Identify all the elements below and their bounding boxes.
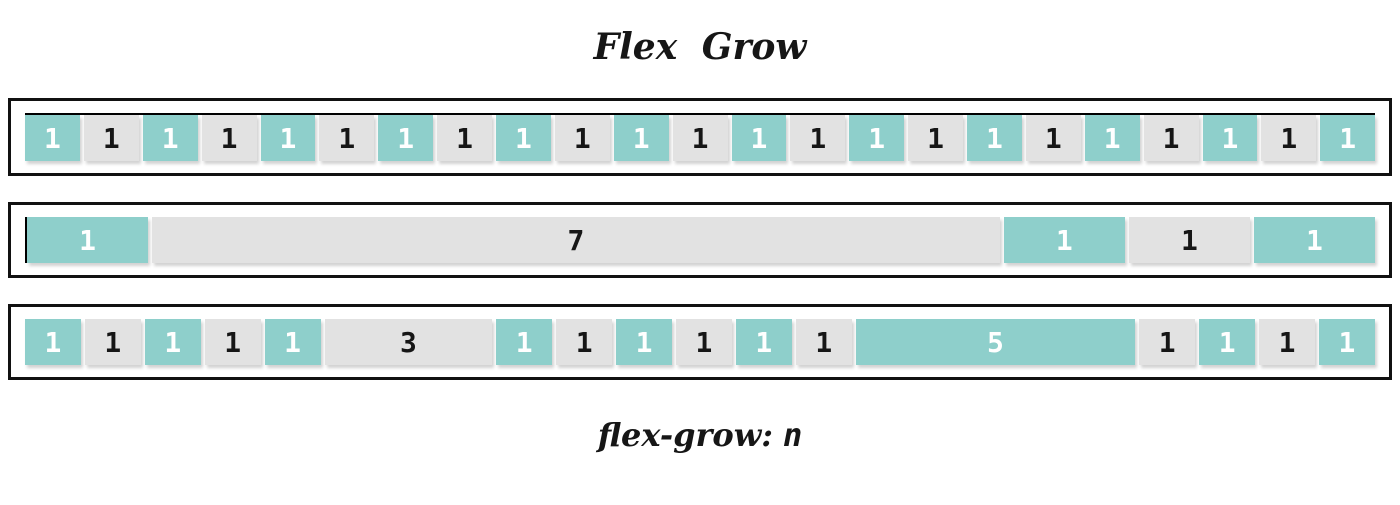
flex-item-grow-1: 1 bbox=[142, 115, 198, 161]
flex-item-grow-1: 1 bbox=[260, 115, 316, 161]
flex-item-grow-1: 1 bbox=[25, 115, 80, 161]
flex-item-grow-1: 1 bbox=[1025, 115, 1081, 161]
flex-item-grow-1: 1 bbox=[672, 115, 728, 161]
flex-item-grow-1: 1 bbox=[1259, 319, 1315, 365]
flex-item-grow-5: 5 bbox=[855, 319, 1136, 365]
flex-item-grow-1: 1 bbox=[616, 319, 672, 365]
flex-item-grow-1: 1 bbox=[144, 319, 201, 365]
flex-item-grow-1: 1 bbox=[556, 319, 613, 365]
flex-item-grow-1: 1 bbox=[1320, 115, 1376, 161]
flex-item-grow-1: 1 bbox=[1261, 115, 1317, 161]
flex-item-grow-3: 3 bbox=[324, 319, 493, 365]
flex-item-grow-1: 1 bbox=[849, 115, 905, 161]
flex-item-grow-1: 1 bbox=[496, 319, 553, 365]
flex-item-grow-1: 1 bbox=[554, 115, 610, 161]
flex-item-grow-1: 1 bbox=[908, 115, 963, 161]
flex-item-grow-1: 1 bbox=[264, 319, 321, 365]
flex-item-grow-1: 1 bbox=[84, 319, 141, 365]
flex-item-grow-1: 1 bbox=[83, 115, 139, 161]
caption-property-name: flex-grow: bbox=[597, 416, 774, 454]
flex-item-grow-1: 1 bbox=[1139, 319, 1196, 365]
flex-item-grow-1: 1 bbox=[795, 319, 852, 365]
flex-item-grow-1: 1 bbox=[27, 217, 149, 263]
flex-item-grow-1: 1 bbox=[790, 115, 846, 161]
caption-value: n bbox=[783, 416, 803, 454]
flex-item-grow-1: 1 bbox=[1143, 115, 1199, 161]
flex-item-grow-1: 1 bbox=[1128, 217, 1250, 263]
flex-item-grow-1: 1 bbox=[204, 319, 261, 365]
caption: flex-grow:n bbox=[0, 416, 1400, 454]
flex-item-grow-1: 1 bbox=[1003, 217, 1125, 263]
flex-item-grow-7: 7 bbox=[152, 217, 1000, 263]
flex-item-grow-1: 1 bbox=[1318, 319, 1375, 365]
diagram-title: Flex Grow bbox=[593, 26, 807, 68]
flex-item-grow-1: 1 bbox=[1199, 319, 1256, 365]
flex-item-grow-1: 1 bbox=[675, 319, 732, 365]
flex-item-grow-1: 1 bbox=[1084, 115, 1140, 161]
flex-item-grow-1: 1 bbox=[25, 319, 81, 365]
flex-item-grow-1: 1 bbox=[437, 115, 492, 161]
flex-item-grow-1: 1 bbox=[378, 115, 434, 161]
flex-item-grow-1: 1 bbox=[613, 115, 669, 161]
flex-item-grow-1: 1 bbox=[731, 115, 787, 161]
flex-item-grow-1: 1 bbox=[1202, 115, 1258, 161]
flex-item-grow-1: 1 bbox=[319, 115, 375, 161]
flex-item-grow-1: 1 bbox=[967, 115, 1022, 161]
flex-item-grow-1: 1 bbox=[201, 115, 257, 161]
flex-item-grow-1: 1 bbox=[496, 115, 551, 161]
flex-item-grow-1: 1 bbox=[735, 319, 792, 365]
flex-item-grow-1: 1 bbox=[1253, 217, 1376, 263]
